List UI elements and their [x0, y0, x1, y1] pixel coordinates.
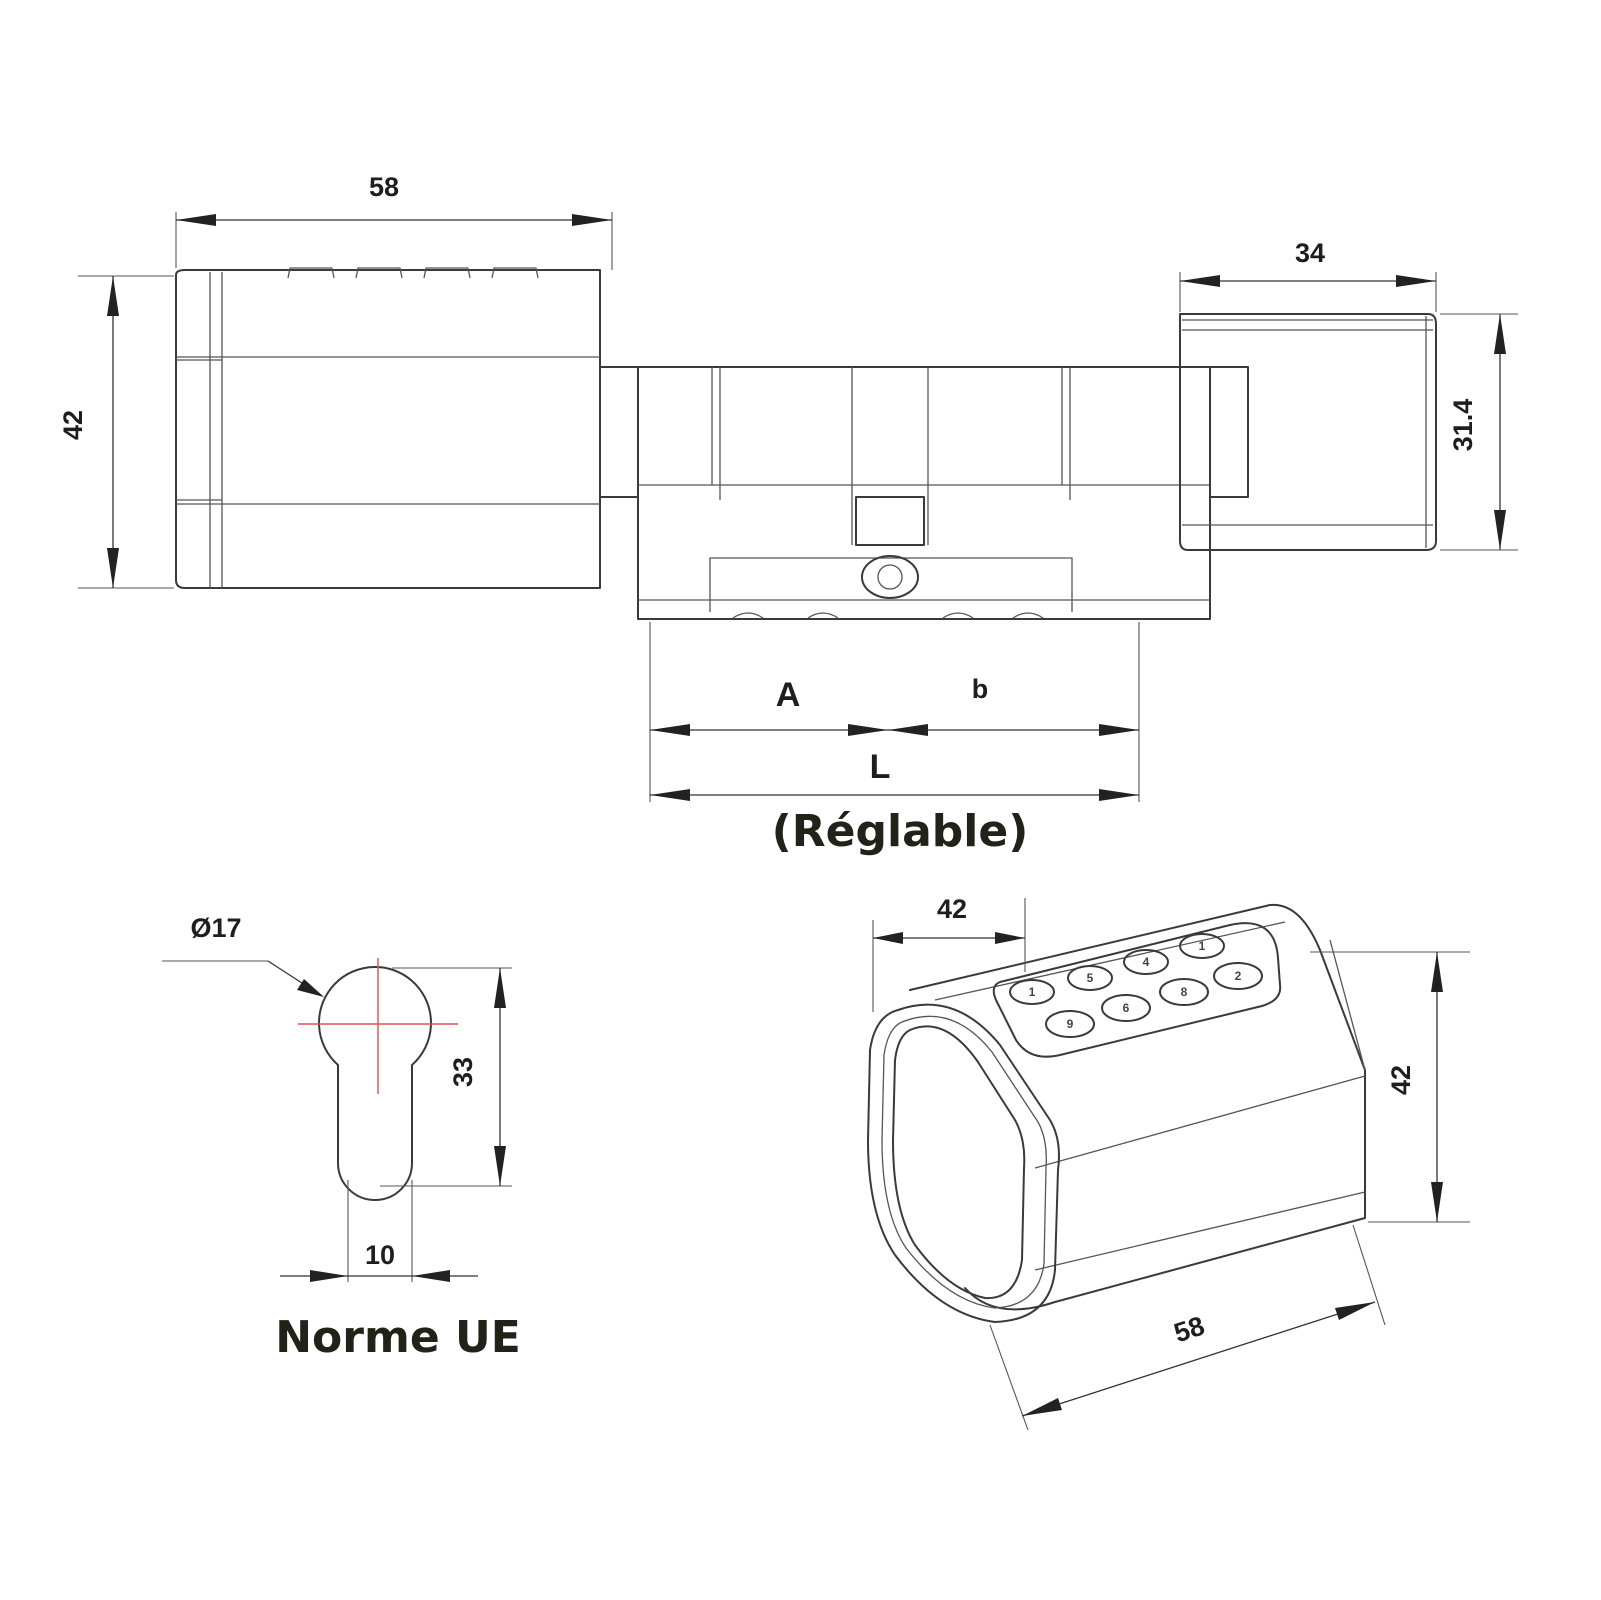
- svg-text:4: 4: [1143, 955, 1150, 969]
- key-button[interactable]: [1159, 978, 1209, 1006]
- keypad-plate: 1 5 4 1 9 6 8 2: [992, 922, 1282, 1058]
- dimension-diameter: Ø17: [162, 913, 324, 997]
- svg-text:9: 9: [1067, 1017, 1074, 1031]
- diameter-label: Ø17: [190, 913, 241, 943]
- dimension-iso-height: 42: [1310, 951, 1470, 1223]
- svg-text:6: 6: [1123, 1001, 1130, 1015]
- dimension-knob-width: 34: [1179, 238, 1437, 312]
- dimension-profile-width: 10: [280, 1180, 478, 1282]
- key-button[interactable]: [1213, 962, 1263, 990]
- dimension-knob-height: 31.4: [1440, 313, 1518, 551]
- standard-label: Norme UE: [275, 1312, 521, 1363]
- dimension-iso-width: 42: [872, 894, 1026, 1012]
- front-face: [867, 1003, 1060, 1323]
- profile-width-label: 10: [365, 1240, 395, 1270]
- profile-height-label: 33: [448, 1057, 478, 1087]
- adjustable-label: (Réglable): [772, 806, 1029, 857]
- svg-text:1: 1: [1029, 985, 1036, 999]
- module-width-label: 58: [369, 172, 399, 202]
- iso-length-label: 58: [1170, 1311, 1208, 1349]
- dimension-module-height: 42: [58, 275, 174, 589]
- key-button[interactable]: [1101, 994, 1151, 1022]
- dimension-iso-length: 58: [989, 1224, 1386, 1431]
- module-height-label: 42: [58, 410, 88, 440]
- top-view: 58 42 34 31.4: [58, 172, 1518, 857]
- dim-a-label: A: [776, 676, 801, 714]
- knob-width-label: 34: [1295, 238, 1325, 268]
- svg-text:8: 8: [1181, 985, 1188, 999]
- keypad-module: [175, 267, 601, 589]
- keyhole-profile: [318, 965, 432, 1201]
- dim-b-label: b: [972, 674, 989, 704]
- key-button[interactable]: [1067, 965, 1113, 991]
- svg-text:1: 1: [1199, 939, 1206, 953]
- dimension-module-width: 58: [175, 172, 613, 270]
- isometric-view: 1 5 4 1 9 6 8 2 4: [867, 894, 1470, 1431]
- svg-text:2: 2: [1235, 969, 1242, 983]
- svg-text:5: 5: [1087, 971, 1094, 985]
- key-button[interactable]: [1179, 933, 1225, 959]
- cylinder-body: [599, 366, 1249, 620]
- dimension-length: A b L (Réglable): [649, 622, 1140, 857]
- dimension-profile-height: 33: [380, 967, 512, 1187]
- key-button[interactable]: [1123, 949, 1169, 975]
- key-button[interactable]: [1045, 1010, 1095, 1038]
- thumb-knob: [1179, 313, 1437, 551]
- dim-l-label: L: [870, 748, 891, 786]
- knob-height-label: 31.4: [1448, 399, 1478, 452]
- keypad-keys: 1 5 4 1 9 6 8 2: [1009, 933, 1263, 1038]
- iso-width-label: 42: [937, 894, 967, 924]
- profile-view: Ø17 33 10 Norme UE: [162, 913, 521, 1363]
- key-button[interactable]: [1009, 979, 1055, 1005]
- iso-height-label: 42: [1386, 1065, 1416, 1095]
